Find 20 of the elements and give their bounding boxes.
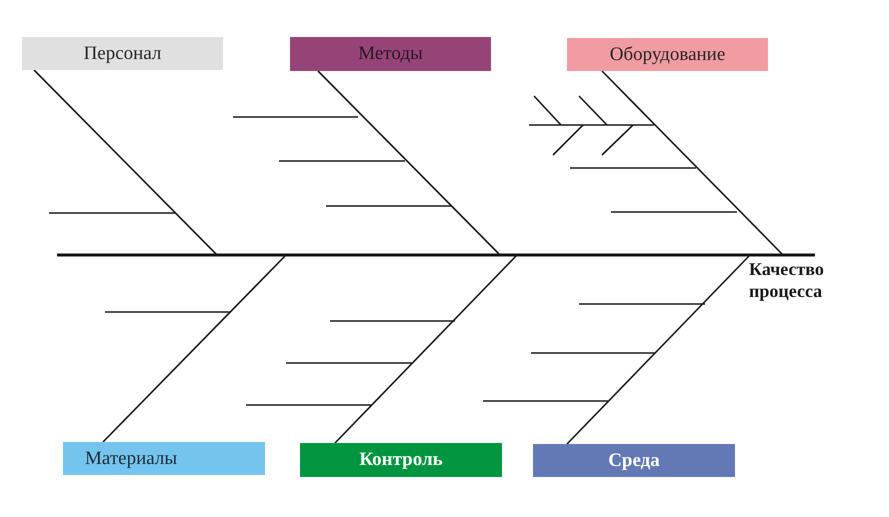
category-label: Методы [358,43,423,65]
category-label: Контроль [359,449,443,471]
effect-label: Качество процесса [749,258,877,302]
category-label: Оборудование [610,44,726,66]
category-box [300,443,502,477]
branch-line [102,254,287,443]
category-label: Материалы [85,448,178,470]
category-box [533,444,735,477]
category-box [567,38,768,71]
branch-line [317,70,501,256]
category-label: Среда [608,450,660,472]
category-box [22,37,223,70]
branch-line [601,70,784,256]
category-box [63,442,265,475]
branch-line [566,254,751,445]
category-label: Персонал [84,42,162,64]
spine-line [57,254,815,256]
category-box [290,37,491,71]
branch-line [334,254,518,444]
branch-line [33,69,218,256]
